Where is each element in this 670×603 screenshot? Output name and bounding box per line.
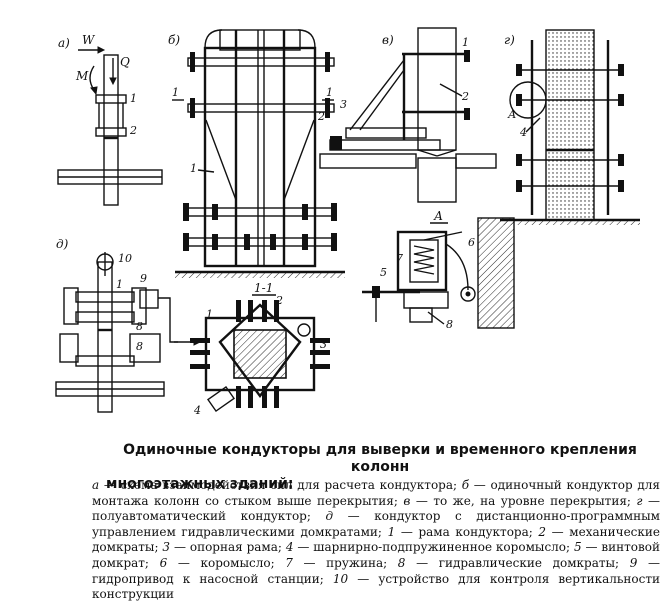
force-m-label: M xyxy=(75,69,89,83)
legend-text-g: — полуавтоматический кондуктор; xyxy=(92,493,660,524)
legend-text-4: — шарнирно-подпружиненное коромысло; xyxy=(293,540,574,555)
panel-b-label: б) xyxy=(168,33,180,47)
legend-text-6: — коромысло; xyxy=(167,555,286,570)
legend-text-d: — кондуктор с дистанционно-программным у… xyxy=(92,509,660,539)
d-label-8a: 8 xyxy=(136,320,143,333)
legend-key-b: б xyxy=(461,478,470,492)
panel-b-single-conductor: б) 1 1 xyxy=(168,29,345,278)
v-label-3: 3 xyxy=(340,98,347,111)
g-label-4: 4 xyxy=(519,126,527,139)
legend-text-10: — устройство для контроля вертикальности… xyxy=(92,571,660,602)
sec-label-3: 3 xyxy=(320,338,327,351)
legend-text-a: — схема взаимодействия сил для расчета к… xyxy=(99,478,462,492)
panel-a-label: а) xyxy=(58,36,70,50)
panel-v-label: в) xyxy=(382,33,394,47)
sec-label-1: 1 xyxy=(206,308,213,321)
legend-text-5: — винтовой домкрат; xyxy=(92,540,660,570)
section-1-1: 1-1 1 2 3 4 xyxy=(190,281,330,417)
d-label-1: 1 xyxy=(116,278,123,291)
section-label: 1-1 xyxy=(254,281,273,295)
legend-key-10: 10 xyxy=(332,571,349,586)
b-section-mark-right: 1 xyxy=(326,86,333,99)
legend-text-7: — пружина; xyxy=(292,555,398,570)
va-label-8: 8 xyxy=(446,318,453,331)
b-label-1: 1 xyxy=(190,162,197,175)
a-label-1: 1 xyxy=(130,92,137,105)
g-callout-a: А xyxy=(507,108,516,121)
view-a-label: А xyxy=(433,209,443,223)
detail-view-a: А 5 6 7 8 xyxy=(362,209,515,331)
legend-key-6: 6 xyxy=(159,555,168,570)
legend-text-2: — механические домкраты; xyxy=(92,524,660,555)
legend-key-5: 5 xyxy=(573,540,582,555)
legend-text-3: — опорная рама; xyxy=(170,540,286,555)
legend-text-1: — рама кондуктора; xyxy=(395,524,539,539)
force-w-label: W xyxy=(82,33,96,47)
d-label-8b: 8 xyxy=(136,340,143,353)
legend-key-v: в xyxy=(403,493,411,508)
legend-text-b: — одиночный кондуктор для монтажа колонн… xyxy=(92,478,660,508)
sec-label-2: 2 xyxy=(275,294,283,307)
legend-key-4: 4 xyxy=(285,540,294,555)
panel-g-label: г) xyxy=(504,33,515,47)
va-label-6: 6 xyxy=(468,236,475,249)
figure-caption: Одиночные кондукторы для выверки и време… xyxy=(100,442,660,493)
figure-legend: а — схема взаимодействия сил для расчета… xyxy=(92,478,660,603)
legend-key-2: 2 xyxy=(538,524,547,539)
legend-key-7: 7 xyxy=(285,555,293,570)
legend-key-8: 8 xyxy=(397,555,406,570)
legend-text-v: — то же, на уровне перекрытия; xyxy=(410,493,637,508)
legend-key-3: 3 xyxy=(162,540,171,555)
b-section-mark-left: 1 xyxy=(172,86,179,99)
va-label-5: 5 xyxy=(380,266,387,279)
panel-d-remote-controlled-conductor: д) 10 1 9 8 8 xyxy=(55,237,202,413)
v-label-2: 2 xyxy=(461,90,469,103)
legend-key-9: 9 xyxy=(629,555,638,570)
d-label-9: 9 xyxy=(140,272,147,285)
legend-key-a: а xyxy=(92,478,100,492)
panel-v-conductor-at-slab: в) 1 2 3 xyxy=(319,27,497,203)
b-label-2: 2 xyxy=(317,110,325,123)
d-label-10: 10 xyxy=(118,252,132,265)
panel-g-semi-automatic-conductor: г) А 4 xyxy=(500,29,640,225)
sec-label-4: 4 xyxy=(193,404,201,417)
panel-d-label: д) xyxy=(56,237,69,251)
legend-text-8: — гидравлические домкраты; xyxy=(405,555,630,570)
panel-a-force-scheme: а) W M Q 1 2 xyxy=(57,33,163,206)
caption-line-2: многоэтажных зданий: xyxy=(106,476,294,492)
va-label-7: 7 xyxy=(396,252,403,265)
technical-drawing: а) W M Q 1 2 б) xyxy=(55,27,640,417)
legend-text-9: — гидропривод к насосной станции; xyxy=(92,555,661,586)
legend-key-d: д xyxy=(325,509,334,524)
force-q-label: Q xyxy=(120,55,130,69)
legend-key-1: 1 xyxy=(387,524,396,539)
a-label-2: 2 xyxy=(129,124,137,137)
v-label-1: 1 xyxy=(462,36,469,49)
caption-line-1: Одиночные кондукторы для выверки и време… xyxy=(123,442,637,475)
legend-key-g: г xyxy=(636,493,643,508)
